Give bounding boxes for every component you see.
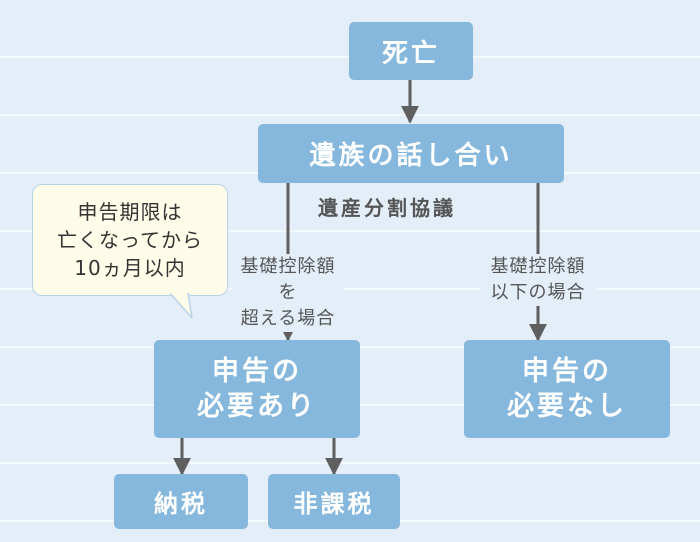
label-exceeds-line-2: 超える場合 xyxy=(240,308,336,329)
node-heirs-discussion: 遺族の話し合い xyxy=(258,124,564,183)
label-exceeds-line-1: 基礎控除額を xyxy=(240,256,336,303)
node-filing-required-line-2: 必要あり xyxy=(197,391,317,422)
label-below-line-1: 基礎控除額 xyxy=(490,256,586,277)
node-filing-not-required: 申告の 必要なし xyxy=(464,340,670,438)
callout-line-3: 10ヵ月以内 xyxy=(74,256,186,280)
node-non-taxable: 非課税 xyxy=(268,474,400,529)
node-filing-not-required-line-2: 必要なし xyxy=(507,391,627,422)
node-tax-payment: 納税 xyxy=(114,474,248,529)
callout-line-1: 申告期限は xyxy=(77,200,183,224)
node-filing-required-line-1: 申告の xyxy=(212,355,302,387)
label-below-basic-deduction: 基礎控除額 以下の場合 xyxy=(480,254,596,306)
callout-filing-deadline: 申告期限は 亡くなってから 10ヵ月以内 xyxy=(32,184,228,296)
label-exceeds-basic-deduction: 基礎控除額を 超える場合 xyxy=(232,254,344,332)
node-filing-not-required-line-1: 申告の xyxy=(522,355,612,387)
callout-tail xyxy=(169,292,193,319)
node-filing-required: 申告の 必要あり xyxy=(154,340,360,438)
note-division-agreement: 遺産分割協議 xyxy=(318,196,456,220)
node-death: 死亡 xyxy=(349,22,473,80)
callout-line-2: 亡くなってから xyxy=(57,228,203,252)
label-below-line-2: 以下の場合 xyxy=(490,282,586,303)
